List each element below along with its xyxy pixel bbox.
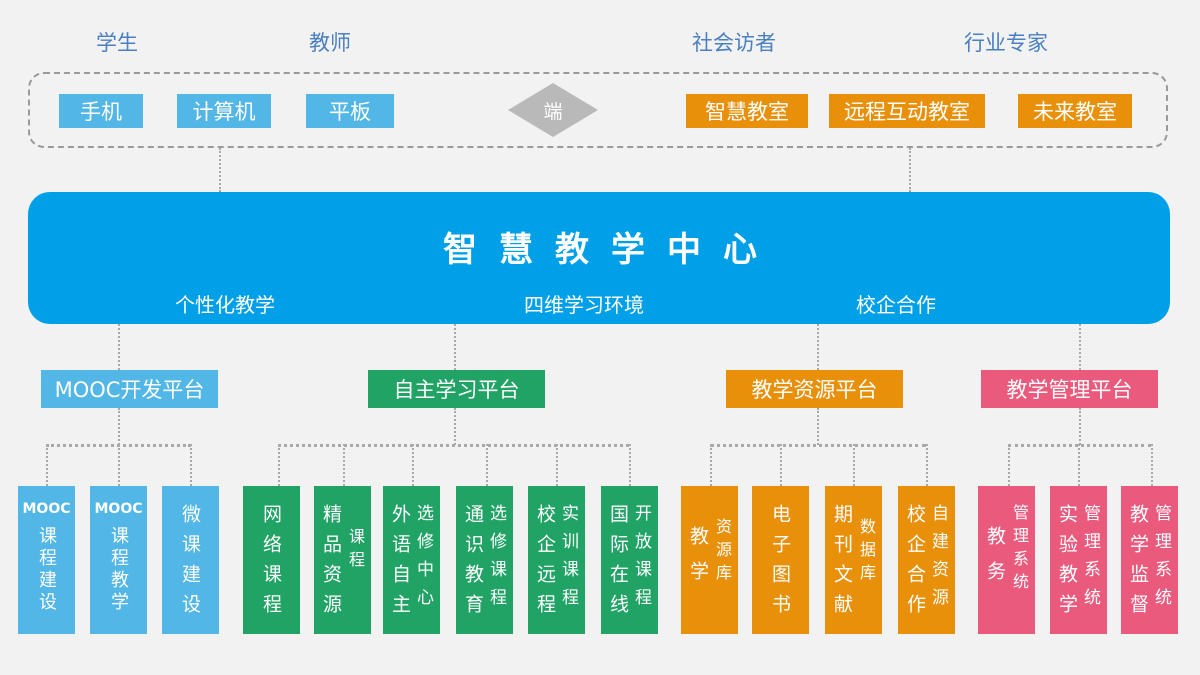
- card-foreign-language-elective: 外语自主 选修中心: [383, 486, 440, 634]
- device-tablet: 平板: [306, 94, 394, 128]
- card-text-column: 开放课程: [631, 504, 651, 616]
- role-industry-expert: 行业专家: [964, 31, 1048, 55]
- smart-teaching-center: [28, 192, 1170, 324]
- connector: [853, 444, 855, 486]
- card-text-column: 选修中心: [413, 504, 433, 616]
- card-international-open-course: 国际在线 开放课程: [601, 486, 658, 634]
- device-phone: 手机: [59, 94, 143, 128]
- card-text-column: 管理系统: [1151, 504, 1171, 616]
- card-text-column: 外语自主: [389, 504, 411, 624]
- connector: [1078, 444, 1080, 486]
- bus-line: [278, 444, 629, 447]
- card-text-column: 课程教学: [108, 526, 129, 614]
- connector: [556, 444, 558, 486]
- card-text-column: 通识教育: [462, 504, 484, 624]
- connector: [219, 148, 221, 192]
- bus-line: [710, 444, 926, 447]
- endpoint-label: 端: [543, 100, 563, 123]
- platform-teaching-management: 教学管理平台: [981, 370, 1158, 408]
- connector: [1079, 408, 1081, 445]
- connector: [817, 408, 819, 445]
- card-text-column: 课程: [346, 528, 365, 574]
- role-teacher: 教师: [309, 31, 351, 55]
- connector: [118, 444, 120, 486]
- card-text-column: 精品资源: [320, 504, 342, 624]
- center-title: 智慧教学中心: [443, 230, 779, 270]
- card-academic-admin-system: 教务 管理系统: [978, 486, 1035, 634]
- card-text-column: 选修课程: [486, 504, 506, 616]
- connector: [780, 444, 782, 486]
- connector: [190, 444, 192, 486]
- connector: [629, 444, 631, 486]
- connector: [1079, 324, 1081, 370]
- card-text-column: 教学监督: [1127, 504, 1149, 624]
- role-student: 学生: [96, 31, 138, 55]
- card-text-top: MOOC: [22, 501, 71, 517]
- card-text-column: 期刊文献: [831, 504, 853, 624]
- card-text-column: 教务: [984, 526, 1006, 596]
- card-text-column: 自建资源: [928, 504, 948, 616]
- connector: [343, 444, 345, 486]
- connector: [454, 324, 456, 370]
- card-text-column: 微课建设: [179, 504, 201, 624]
- card-text-column: 课程建设: [36, 526, 57, 614]
- card-micro-course: 微课建设: [162, 486, 219, 634]
- card-text-column: 数据库: [857, 518, 876, 587]
- card-teaching-resource-library: 教学 资源库: [681, 486, 738, 634]
- connector: [412, 444, 414, 486]
- card-text-column: 管理系统: [1080, 504, 1100, 616]
- card-ebook: 电子图书: [752, 486, 809, 634]
- card-journal-database: 期刊文献 数据库: [825, 486, 882, 634]
- card-text-column: 校企远程: [534, 504, 556, 624]
- card-remote-training-course: 校企远程 实训课程: [528, 486, 585, 634]
- classroom-remote-interactive: 远程互动教室: [829, 94, 985, 128]
- device-computer: 计算机: [177, 94, 271, 128]
- card-general-elective: 通识教育 选修课程: [456, 486, 513, 634]
- connector: [278, 444, 280, 486]
- platform-self-learning: 自主学习平台: [368, 370, 545, 408]
- connector: [46, 444, 48, 486]
- endpoint-container: [28, 72, 1168, 148]
- card-lab-teaching-system: 实验教学 管理系统: [1050, 486, 1107, 634]
- card-mooc-course-teach: MOOC 课程教学: [90, 486, 147, 634]
- connector: [1151, 444, 1153, 486]
- card-text-column: 教学: [687, 526, 709, 596]
- platform-teaching-resource: 教学资源平台: [726, 370, 903, 408]
- card-mooc-course-build: MOOC 课程建设: [18, 486, 75, 634]
- platform-mooc: MOOC开发平台: [41, 370, 218, 408]
- connector: [118, 324, 120, 370]
- card-text-column: 电子图书: [769, 504, 791, 624]
- connector: [454, 408, 456, 445]
- card-text-column: 国际在线: [607, 504, 629, 624]
- card-online-course: 网络课程: [243, 486, 300, 634]
- card-quality-resource-course: 精品资源 课程: [314, 486, 371, 634]
- connector: [909, 148, 911, 192]
- feature-4d-learning-environment: 四维学习环境: [524, 293, 644, 317]
- card-text-column: 网络课程: [260, 504, 282, 624]
- connector: [926, 444, 928, 486]
- connector: [817, 324, 819, 370]
- endpoint-diamond: 端: [507, 82, 599, 138]
- connector: [710, 444, 712, 486]
- card-teaching-supervision-system: 教学监督 管理系统: [1121, 486, 1178, 634]
- classroom-smart: 智慧教室: [686, 94, 808, 128]
- card-text-column: 资源库: [713, 518, 732, 587]
- classroom-future: 未来教室: [1018, 94, 1132, 128]
- card-text-column: 管理系统: [1010, 504, 1029, 596]
- connector: [1008, 444, 1010, 486]
- card-text-column: 校企合作: [904, 504, 926, 624]
- card-enterprise-self-built-resource: 校企合作 自建资源: [898, 486, 955, 634]
- card-text-column: 实验教学: [1056, 504, 1078, 624]
- role-visitor: 社会访者: [692, 31, 776, 55]
- card-text-top: MOOC: [94, 501, 143, 517]
- card-text-column: 实训课程: [558, 504, 578, 616]
- connector: [118, 408, 120, 445]
- feature-school-enterprise-cooperation: 校企合作: [856, 293, 936, 317]
- feature-personalized-teaching: 个性化教学: [175, 293, 275, 317]
- connector: [486, 444, 488, 486]
